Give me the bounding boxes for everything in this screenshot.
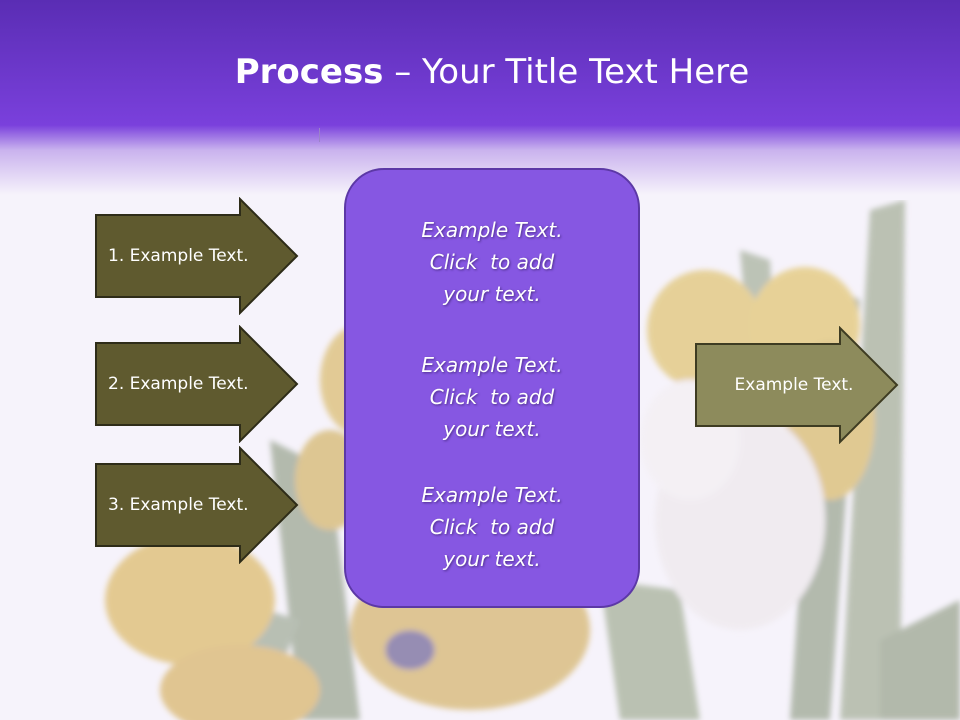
center-paragraph-2: Example Text. Click to add your text. xyxy=(346,349,638,445)
step-arrow-label: 2. Example Text. xyxy=(108,374,249,394)
paragraph-line: Click to add xyxy=(429,250,555,274)
header-tick-mark xyxy=(319,128,320,142)
slide-title[interactable]: Process – Your Title Text Here xyxy=(0,52,960,92)
arrow-shape xyxy=(95,197,299,315)
title-bold: Process xyxy=(234,52,384,92)
result-arrow[interactable]: Example Text. xyxy=(694,326,900,444)
paragraph-line: Click to add xyxy=(429,515,555,539)
center-paragraph-1: Example Text. Click to add your text. xyxy=(346,214,638,310)
center-text-box[interactable]: Example Text. Click to add your text. Ex… xyxy=(344,168,640,608)
paragraph-line: your text. xyxy=(443,282,541,306)
center-paragraph-3: Example Text. Click to add your text. xyxy=(346,479,638,575)
result-arrow-label: Example Text. xyxy=(734,375,854,395)
paragraph-line: Example Text. xyxy=(421,483,563,507)
arrow-shape xyxy=(95,446,299,564)
step-arrow-3[interactable]: 3. Example Text. xyxy=(94,446,300,564)
title-bar xyxy=(0,0,960,200)
step-arrow-2[interactable]: 2. Example Text. xyxy=(94,325,300,443)
paragraph-line: Click to add xyxy=(429,385,555,409)
step-arrow-label: 1. Example Text. xyxy=(108,246,249,266)
paragraph-line: Example Text. xyxy=(421,353,563,377)
step-arrow-1[interactable]: 1. Example Text. xyxy=(94,197,300,315)
paragraph-line: Example Text. xyxy=(421,218,563,242)
arrow-shape xyxy=(95,325,299,443)
step-arrow-label: 3. Example Text. xyxy=(108,495,249,515)
arrow-shape xyxy=(695,326,899,444)
title-rest: – Your Title Text Here xyxy=(383,52,750,92)
paragraph-line: your text. xyxy=(443,547,541,571)
paragraph-line: your text. xyxy=(443,417,541,441)
